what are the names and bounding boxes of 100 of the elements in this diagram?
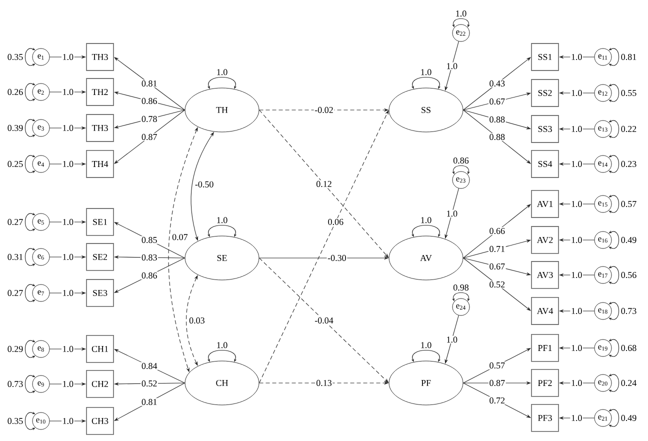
edge-label: 0.39 — [6, 124, 24, 132]
edge-label: 0.72 — [488, 396, 506, 404]
edge-label: 0.67 — [488, 262, 506, 270]
edge-label: 1.0 — [445, 336, 458, 344]
variable-box: PF3 — [531, 404, 559, 432]
variable-box: CH1 — [86, 335, 114, 363]
edge-label: 0.83 — [140, 254, 158, 262]
edge-label: 0.27 — [6, 289, 24, 297]
edge-label: 0.71 — [488, 245, 506, 253]
edge-label: 0.57 — [620, 200, 638, 208]
edge-label: 0.88 — [488, 133, 506, 141]
edge-label: 1.0 — [570, 344, 584, 352]
edge-label: 1.0 — [420, 68, 432, 76]
edge-label: 0.84 — [140, 362, 158, 370]
edge-label: 1.0 — [61, 345, 74, 353]
edge-label: 0.68 — [620, 344, 638, 352]
variable-box: CH3 — [86, 407, 114, 435]
edge-label: 0.55 — [620, 89, 638, 97]
variable-box: AV4 — [531, 297, 559, 325]
variable-box: AV1 — [531, 190, 559, 218]
edge-label: 1.0 — [570, 89, 584, 97]
edge-label: 0.85 — [140, 236, 158, 244]
edge-label: 0.73 — [6, 380, 24, 388]
edge-label: 1.0 — [570, 125, 584, 133]
edge-label: 0.52 — [140, 380, 158, 388]
edge-label: 1.0 — [570, 414, 584, 422]
edge-label: 0.52 — [488, 280, 506, 288]
variable-box: TH2 — [86, 78, 114, 106]
edge-label: 1.0 — [61, 417, 74, 425]
edge-label: 1.0 — [216, 341, 228, 349]
variable-box: SS2 — [531, 79, 559, 107]
edge-label: 1.0 — [570, 236, 584, 244]
edge-label: 1.0 — [216, 216, 228, 224]
variable-box: TH3 — [86, 43, 114, 71]
edge-label: 1.0 — [61, 289, 74, 297]
edge-label: 0.29 — [6, 345, 24, 353]
edge-label: 0.26 — [6, 88, 24, 96]
edge-label: 0.86 — [140, 97, 158, 105]
edge-label: 1.0 — [570, 271, 584, 279]
edge-label: 1.0 — [61, 253, 74, 261]
edge-label: 0.73 — [620, 307, 638, 315]
edge-label: 0.81 — [140, 80, 158, 88]
edge-label: 0.86 — [452, 156, 470, 164]
edge-label: 0.78 — [140, 115, 158, 123]
edge-label: 0.13 — [315, 379, 333, 387]
edge-label: 0.86 — [140, 272, 158, 280]
edge-label: 1.0 — [61, 160, 74, 168]
variable-box: SS3 — [531, 115, 559, 143]
variable-box: AV3 — [531, 261, 559, 289]
edge-label: 1.0 — [570, 307, 584, 315]
edge-label: 1.0 — [445, 62, 458, 70]
variable-box: AV2 — [531, 226, 559, 254]
edge-label: 0.67 — [488, 98, 506, 106]
edge-label: 1.0 — [420, 341, 432, 349]
variable-box: SE1 — [86, 208, 114, 236]
edge-label: 1.0 — [420, 216, 432, 224]
edge-label: 0.22 — [620, 125, 638, 133]
variable-box: SS4 — [531, 150, 559, 178]
edge-label: 0.87 — [488, 379, 506, 387]
variable-box: SS1 — [531, 43, 559, 71]
edge-label: -0.50 — [194, 180, 214, 188]
edge-label: 0.81 — [140, 398, 158, 406]
edge-label: 0.35 — [6, 53, 24, 61]
edge-label: 1.0 — [570, 53, 584, 61]
edge-label: 0.56 — [620, 271, 638, 279]
edge-label: 1.0 — [570, 200, 584, 208]
edge-label: 1.0 — [61, 53, 74, 61]
edge-label: 0.03 — [188, 316, 206, 324]
edge-label: 1.0 — [61, 380, 74, 388]
edge-label: 0.49 — [620, 414, 638, 422]
edge-label: 0.81 — [620, 53, 638, 61]
edge-label: 0.57 — [488, 362, 506, 370]
edge-label: 0.23 — [620, 160, 638, 168]
variable-box: PF2 — [531, 369, 559, 397]
edge-label: 1.0 — [61, 88, 74, 96]
edge-label: 1.0 — [216, 68, 228, 76]
variable-box: TH3 — [86, 114, 114, 142]
edge-label: 1.0 — [570, 160, 584, 168]
edge-label: 0.25 — [6, 160, 24, 168]
edge-label: 1.0 — [61, 124, 74, 132]
edge-label: 0.24 — [620, 379, 638, 387]
edge-label: 0.88 — [488, 116, 506, 124]
variable-box: SE2 — [86, 243, 114, 271]
edge-label: 1.0 — [570, 379, 584, 387]
edge-label: 1.0 — [454, 10, 468, 18]
edge-label: 0.66 — [488, 227, 506, 235]
edge-label: 0.31 — [6, 253, 24, 261]
edge-label: 0.06 — [326, 218, 344, 226]
edge-label: -0.30 — [326, 254, 348, 262]
variable-box: PF1 — [531, 334, 559, 362]
edge-label: -0.02 — [314, 106, 334, 114]
variable-box: SE3 — [86, 279, 114, 307]
edge-label: 1.0 — [446, 210, 458, 218]
variable-box: CH2 — [86, 370, 114, 398]
arrow — [258, 110, 389, 384]
edge-label: -0.04 — [314, 316, 334, 324]
edge-label: 0.98 — [452, 284, 470, 292]
edge-label: 1.0 — [61, 218, 74, 226]
edge-label: 0.12 — [315, 180, 333, 188]
edge-label: 0.35 — [6, 417, 24, 425]
